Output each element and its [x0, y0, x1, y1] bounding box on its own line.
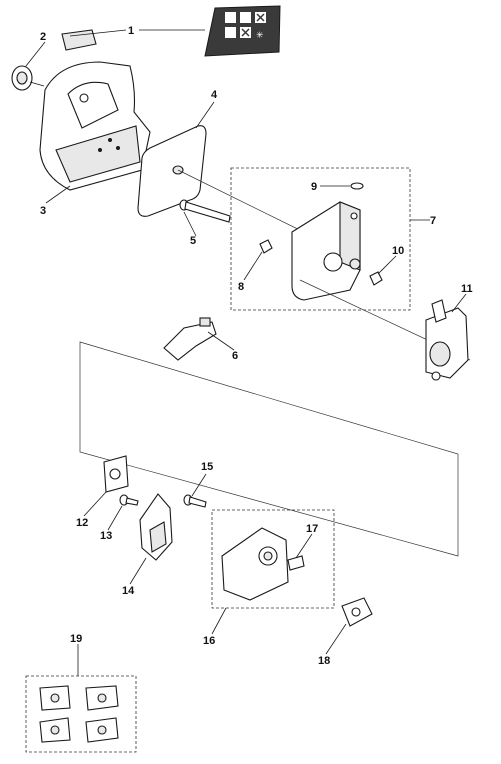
callout-7: 7	[430, 215, 436, 227]
callout-13: 13	[100, 530, 112, 542]
nut-8	[259, 239, 273, 254]
bracket-14	[139, 493, 173, 561]
assembly-reference-frame	[79, 341, 459, 557]
callout-11: 11	[461, 283, 473, 295]
callout-17: 17	[306, 523, 318, 535]
assembly-16-box	[211, 509, 335, 609]
hand-icon	[240, 12, 251, 23]
callout-6: 6	[232, 350, 238, 362]
callout-19: 19	[70, 633, 82, 645]
assembly-7-box	[230, 167, 411, 311]
carburettor	[425, 299, 469, 381]
callout-14: 14	[122, 585, 135, 597]
gasket-18	[341, 597, 373, 627]
callout-8: 8	[238, 281, 244, 293]
bolt-15	[183, 494, 207, 508]
choke-lever	[163, 317, 217, 361]
callout-9: 9	[311, 181, 317, 193]
leader-lines	[25, 29, 467, 676]
sparkle-icon: ✳	[256, 31, 264, 41]
callout-10: 10	[392, 245, 404, 257]
book-icon	[225, 12, 236, 23]
air-filter-element	[137, 125, 321, 241]
cover-sticker	[61, 29, 97, 51]
callout-1: 1	[128, 25, 134, 37]
callout-2: 2	[40, 31, 46, 43]
air-filter-base	[291, 201, 361, 301]
callout-16: 16	[203, 635, 215, 647]
cover-knob	[11, 65, 45, 91]
callout-12: 12	[76, 517, 88, 529]
nut-10	[369, 271, 383, 286]
gasket-12	[103, 455, 129, 493]
air-filter-cover	[39, 61, 151, 191]
callout-3: 3	[40, 205, 46, 217]
gasket-kit	[25, 675, 137, 753]
pin-17	[287, 555, 305, 571]
intake-manifold	[221, 527, 289, 601]
callout-5: 5	[190, 235, 196, 247]
screw-13	[119, 494, 139, 506]
person-icon	[225, 27, 236, 38]
washer	[350, 182, 364, 190]
callout-18: 18	[318, 655, 330, 667]
callout-4: 4	[211, 89, 218, 101]
warning-decal: ✳	[204, 5, 281, 57]
long-bolt	[179, 199, 231, 223]
callout-15: 15	[201, 461, 213, 473]
